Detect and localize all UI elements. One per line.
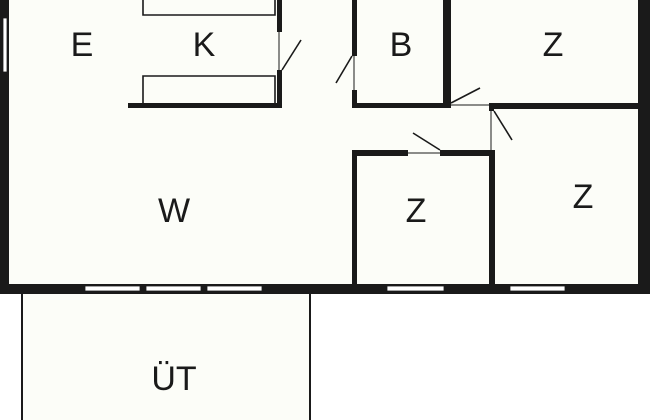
- kitchen-counter-bottom: [142, 75, 276, 103]
- wall-bottom: [0, 284, 650, 294]
- door-kitchen: [278, 32, 302, 71]
- bedroom-mid-wall-right: [489, 150, 495, 286]
- room-label-bedroom-middle: Z: [406, 192, 427, 230]
- window-bedroom-right: [509, 285, 566, 292]
- wall-left: [0, 0, 9, 294]
- window-living-2: [145, 285, 202, 292]
- door-bedroom-right: [490, 110, 513, 150]
- door-bedroom-middle: [408, 132, 441, 154]
- window-living-3: [206, 285, 263, 292]
- bath-wall-left-upper: [352, 0, 357, 56]
- room-label-terrace: ÜT: [151, 360, 196, 398]
- wall-right: [638, 0, 650, 294]
- kitchen-wall-right-lower: [277, 70, 282, 108]
- bedroom-mid-wall-top-right: [440, 150, 494, 156]
- room-label-living: W: [158, 192, 190, 230]
- bedroom-top-wall-left: [446, 0, 451, 108]
- terrace-floor: [22, 294, 310, 420]
- room-label-bedroom-right: Z: [573, 178, 594, 216]
- kitchen-wall-right-upper: [277, 0, 282, 32]
- room-label-kitchen: K: [193, 26, 216, 64]
- apartment-floor: [8, 0, 640, 284]
- room-label-entry: E: [71, 26, 94, 64]
- bedroom-mid-wall-top-left: [352, 150, 408, 156]
- bedroom-mid-wall-left: [352, 150, 357, 286]
- room-label-bath: B: [390, 26, 413, 64]
- bath-wall-bottom: [352, 103, 448, 108]
- kitchen-wall-bottom: [128, 103, 282, 108]
- window-left-wall: [2, 17, 8, 73]
- window-living-1: [84, 285, 141, 292]
- room-label-bedroom-top-right: Z: [543, 26, 564, 64]
- door-bedroom-top: [450, 87, 490, 106]
- kitchen-counter-top: [142, 0, 276, 16]
- bath-wall-left-lower: [352, 90, 357, 108]
- bedroom-right-wall-left-upper: [489, 103, 494, 111]
- door-bath: [335, 55, 355, 90]
- bedroom-top-wall-bottom: [490, 103, 640, 109]
- window-bedroom-mid: [386, 285, 445, 292]
- bath-wall-right: [443, 0, 448, 108]
